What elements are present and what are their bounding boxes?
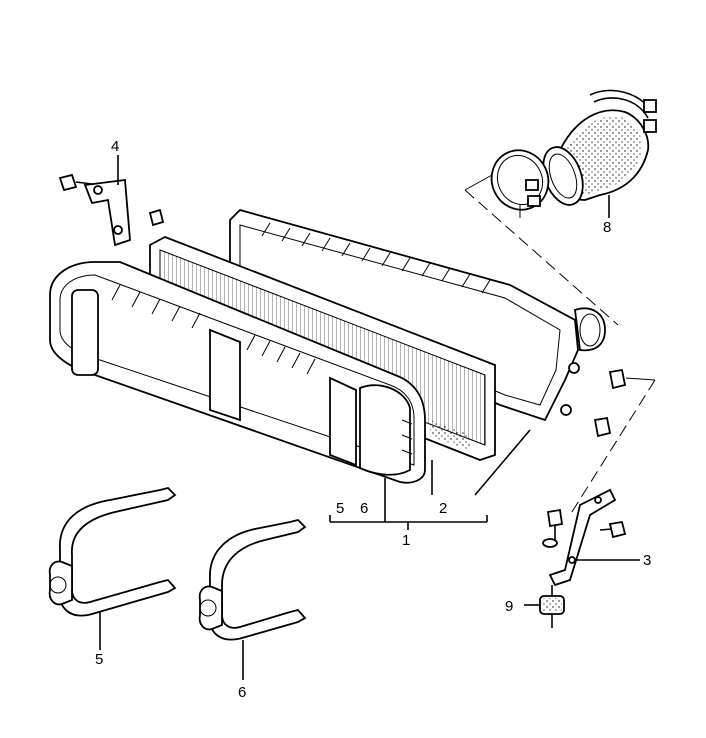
callout-9: 9 (505, 598, 513, 615)
callout-5-group: 5 (336, 500, 344, 517)
retaining-strap-5 (48, 487, 177, 650)
leader-8 (464, 174, 619, 326)
housing-ribs (261, 222, 491, 294)
intake-hose (542, 89, 657, 206)
spring-clips (569, 368, 656, 516)
rubber-mount (524, 585, 565, 628)
callout-1: 1 (402, 532, 410, 549)
callout-3: 3 (643, 552, 651, 569)
lower-bracket (542, 488, 640, 587)
callout-2: 2 (439, 500, 447, 517)
leader-group-1 (329, 429, 531, 530)
callout-4: 4 (111, 138, 119, 155)
callout-6: 6 (238, 684, 246, 701)
cover-ribs (111, 284, 413, 455)
callout-8: 8 (603, 219, 611, 236)
hose-clamp (490, 149, 550, 211)
callout-5: 5 (95, 651, 103, 668)
upper-bracket (58, 155, 165, 247)
air-filter-housing-front (49, 261, 426, 484)
retaining-strap-6 (198, 519, 307, 680)
callout-6-group: 6 (360, 500, 368, 517)
